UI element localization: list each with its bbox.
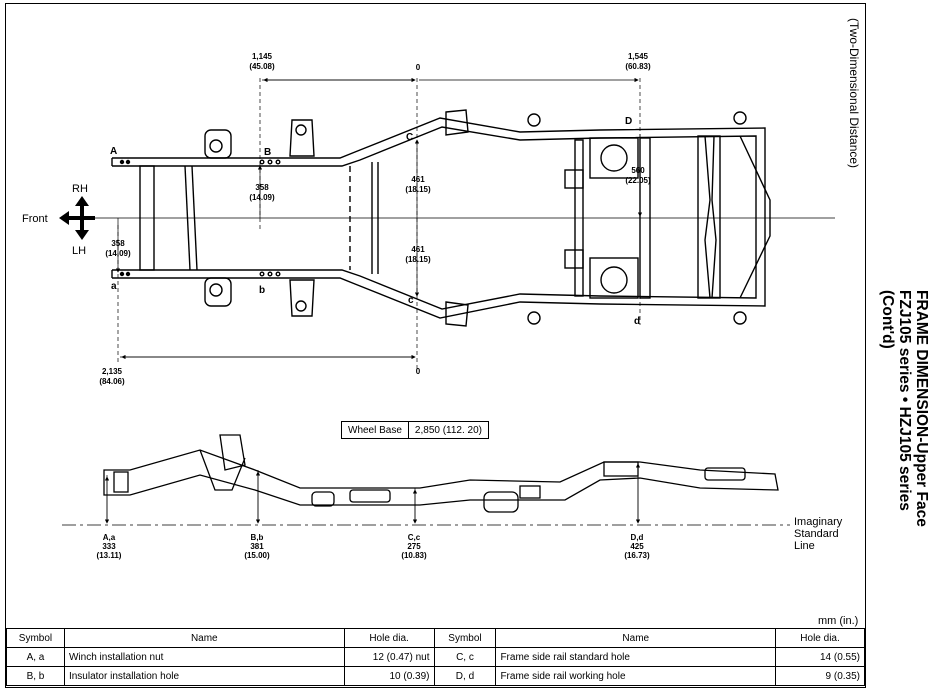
dim-2135-mm: 2,135	[102, 367, 123, 376]
wheel-base-box: Wheel Base 2,850 (112. 20)	[341, 421, 490, 439]
Bb-mm: 381	[250, 542, 264, 551]
table-row: B, b Insulator installation hole 10 (0.3…	[6, 666, 865, 686]
front-direction-arrows	[59, 196, 95, 240]
dim-358-b-in: (14.09)	[249, 193, 275, 202]
table-header-row: Symbol Name Hole dia. Symbol Name Hole d…	[6, 628, 865, 648]
dim-560-mm: 560	[631, 166, 645, 175]
zero-bottom: 0	[416, 367, 421, 376]
cell-symbol: C, c	[433, 647, 497, 667]
point-b: b	[259, 285, 265, 296]
dim-1145-in: (45.08)	[249, 62, 275, 71]
imaginary-line-label: Imaginary Standard Line	[794, 516, 843, 552]
wheel-base-label: Wheel Base	[341, 421, 409, 439]
cell-symbol: B, b	[6, 666, 65, 686]
Aa-label: A,a	[103, 533, 116, 542]
dim-358-a-in: (14.09)	[105, 249, 131, 258]
zero-top: 0	[416, 63, 421, 72]
dim-358-b-mm: 358	[255, 183, 269, 192]
dim-358-a-mm: 358	[111, 239, 125, 248]
Bb-label: B,b	[251, 533, 264, 542]
lh-label: LH	[72, 245, 86, 257]
table-row: A, a Winch installation nut 12 (0.47) nu…	[6, 647, 865, 667]
dim-461-down-mm: 461	[411, 245, 425, 254]
header-symbol-2: Symbol	[433, 628, 497, 648]
top-dimension-lines	[115, 77, 643, 370]
dim-1545-mm: 1,545	[628, 52, 649, 61]
cell-name: Insulator installation hole	[63, 666, 345, 686]
cell-hole: 10 (0.39)	[343, 666, 435, 686]
Dd-in: (16.73)	[624, 551, 650, 560]
dim-1145-mm: 1,145	[252, 52, 273, 61]
imaginary-line2: Standard	[794, 528, 839, 540]
Aa-mm: 333	[102, 542, 116, 551]
Cc-in: (10.83)	[401, 551, 427, 560]
cell-name: Frame side rail working hole	[495, 666, 777, 686]
two-dimensional-text: (Two-Dimensional Distance)	[847, 18, 861, 169]
frame-side-view	[103, 434, 779, 513]
point-c: c	[408, 295, 414, 306]
wheel-base-value: 2,850 (112. 20)	[407, 421, 490, 439]
cell-symbol: A, a	[6, 647, 65, 667]
Cc-label: C,c	[408, 533, 421, 542]
Dd-mm: 425	[630, 542, 644, 551]
dim-461-up-in: (18.15)	[405, 185, 431, 194]
point-C: C	[406, 132, 413, 143]
cell-hole: 9 (0.35)	[775, 666, 865, 686]
side-dimension-labels: A,a 333 (13.11) B,b 381 (15.00) C,c 275 …	[97, 533, 650, 560]
title-line1: FRAME DIMENSION-Upper Face	[913, 290, 930, 527]
dim-461-up-mm: 461	[411, 175, 425, 184]
Bb-in: (15.00)	[244, 551, 270, 560]
dim-560-in: (22.05)	[625, 176, 651, 185]
side-title: FRAME DIMENSION-Upper Face FZJ105 series…	[870, 290, 930, 550]
header-name-2: Name	[495, 628, 777, 648]
cell-name: Winch installation nut	[63, 647, 345, 667]
cell-hole: 12 (0.47) nut	[343, 647, 435, 667]
two-dimensional-note: (Two-Dimensional Distance)	[843, 18, 863, 218]
point-d: d	[634, 316, 640, 327]
Cc-mm: 275	[407, 542, 421, 551]
top-dimension-labels: 1,145 (45.08) 1,545 (60.83) 0 358 (14.09…	[99, 52, 651, 386]
dim-461-down-in: (18.15)	[405, 255, 431, 264]
point-B: B	[264, 147, 271, 158]
hole-spec-table: Symbol Name Hole dia. Symbol Name Hole d…	[6, 628, 865, 686]
header-symbol-1: Symbol	[6, 628, 65, 648]
header-name-1: Name	[63, 628, 345, 648]
imaginary-line3: Line	[794, 540, 815, 552]
figure-border	[5, 3, 866, 688]
rh-label: RH	[72, 183, 88, 195]
title-line2: FZJ105 series • HZJ105 series	[896, 290, 913, 511]
point-A: A	[110, 146, 117, 157]
side-dimension-lines	[104, 462, 641, 524]
header-hole-1: Hole dia.	[343, 628, 435, 648]
header-hole-2: Hole dia.	[775, 628, 865, 648]
dim-2135-in: (84.06)	[99, 377, 125, 386]
cell-name: Frame side rail standard hole	[495, 647, 777, 667]
front-label: Front	[22, 213, 48, 225]
point-D: D	[625, 116, 632, 127]
imaginary-line1: Imaginary	[794, 516, 843, 528]
dim-1545-in: (60.83)	[625, 62, 651, 71]
point-a: a	[111, 281, 117, 292]
cell-symbol: D, d	[433, 666, 497, 686]
cell-hole: 14 (0.55)	[775, 647, 865, 667]
Dd-label: D,d	[631, 533, 644, 542]
Aa-in: (13.11)	[97, 551, 122, 560]
title-line3: (Cont'd)	[879, 290, 896, 349]
unit-label: mm (in.)	[818, 615, 859, 627]
